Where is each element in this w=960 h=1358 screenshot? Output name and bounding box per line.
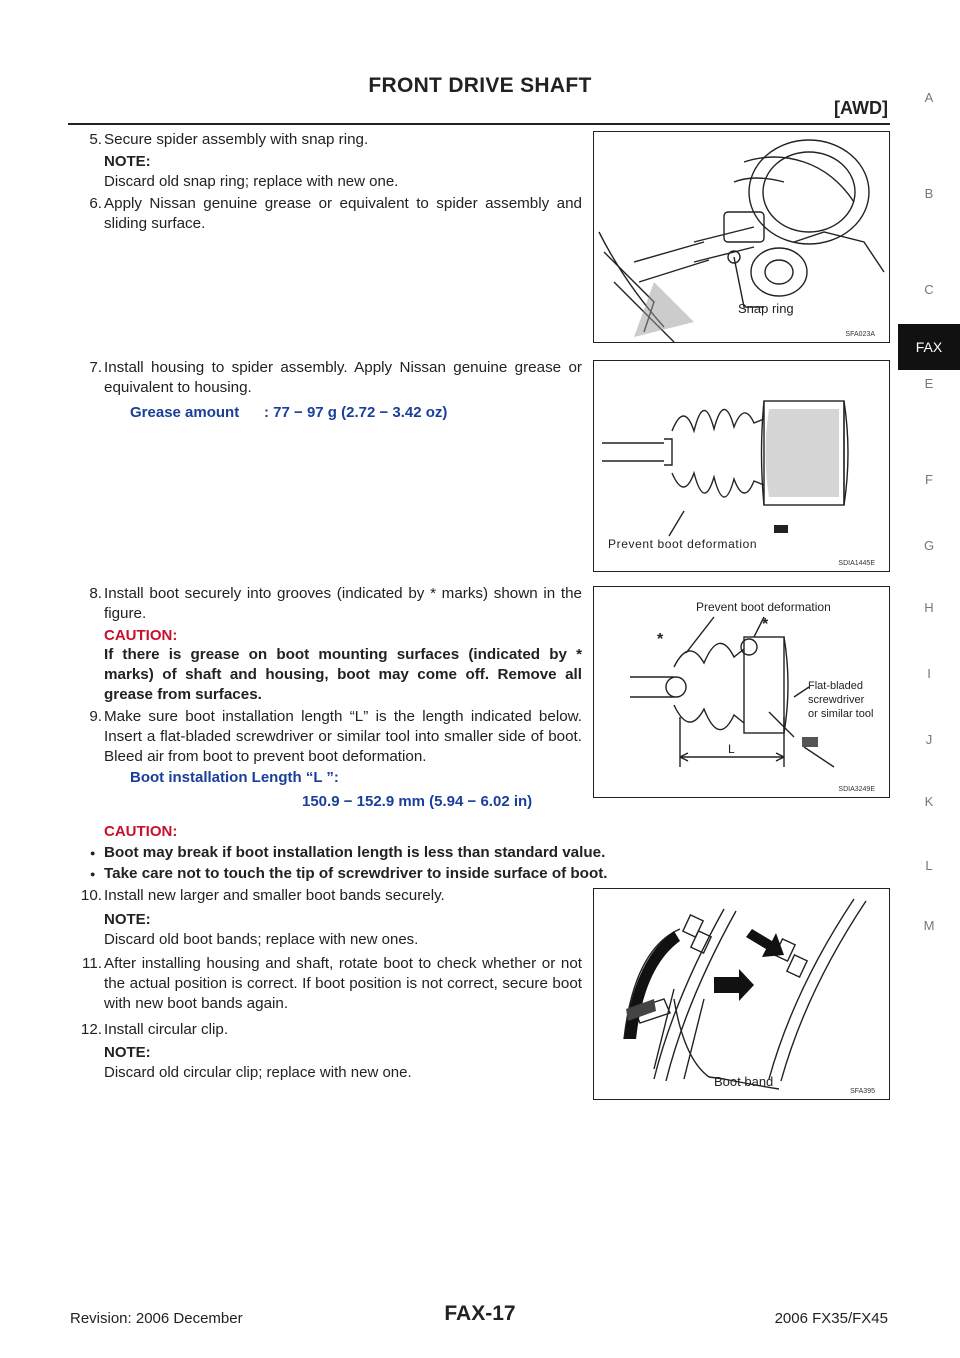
step-text: Secure spider assembly with snap ring. (104, 131, 369, 148)
spec-label: Boot installation Length “L ”: (130, 769, 339, 786)
side-tab-m[interactable]: M (923, 918, 935, 933)
step-9: 9. Make sure boot installation length “L… (89, 707, 582, 767)
header-rule (68, 123, 890, 125)
step-text: Make sure boot installation length “L” i… (104, 708, 582, 765)
step-5: 5. Secure spider assembly with snap ring… (89, 130, 582, 150)
side-tab-e[interactable]: E (924, 376, 934, 391)
step-number: 12. (80, 1021, 102, 1038)
page-subtitle: [AWD] (834, 98, 888, 118)
spec-value: : 77 − 97 g (2.72 − 3.42 oz) (264, 404, 448, 421)
figure-label: Snap ring (738, 301, 794, 316)
footer-page-number: FAX-17 (444, 1302, 516, 1325)
spec-value: 150.9 − 152.9 mm (5.94 − 6.02 in) (302, 793, 533, 810)
step-text: Install housing to spider assembly. Appl… (104, 359, 582, 396)
side-tab-g[interactable]: G (923, 538, 935, 553)
step-number: 11. (82, 955, 102, 972)
figure-label-top: Prevent boot deformation (696, 600, 831, 614)
side-tab-b[interactable]: B (924, 186, 934, 201)
boot-installation-illustration (630, 616, 835, 768)
step-7: 7. Install housing to spider assembly. A… (89, 358, 582, 398)
side-tab-a[interactable]: A (924, 90, 934, 105)
figure-label-tool-2: screwdriver (808, 694, 865, 706)
caution-bullet-1: Boot may break if boot installation leng… (90, 843, 605, 863)
step-text: After installing housing and shaft, rota… (104, 955, 582, 1012)
housing-illustration (602, 400, 849, 537)
figure-boot-band: Boot band SFA395 (593, 888, 890, 1100)
step-11: 11. After installing housing and shaft, … (82, 954, 582, 1014)
step-number: 10. (80, 887, 102, 904)
caution-bullet-2: Take care not to touch the tip of screwd… (90, 864, 608, 884)
footer-revision: Revision: 2006 December (70, 1310, 243, 1327)
footer-model: 2006 FX35/FX45 (774, 1310, 888, 1327)
figure-label-length: L (728, 742, 735, 756)
figure-label: Boot band (714, 1074, 774, 1089)
note-label: NOTE: (104, 1044, 151, 1061)
side-tab-c[interactable]: C (924, 282, 934, 297)
side-tab-i[interactable]: I (927, 666, 931, 681)
figure-id: SFA395 (850, 1088, 875, 1095)
figure-housing: Prevent boot deformation SDIA1445E (593, 360, 890, 572)
figure-id: SDIA3249E (838, 786, 875, 793)
spec-label: Grease amount (130, 404, 240, 421)
caution-text: If there is grease on boot mounting surf… (104, 646, 582, 703)
step-text: Apply Nissan genuine grease or equivalen… (104, 195, 582, 232)
note-label: NOTE: (104, 911, 151, 928)
side-tab-h[interactable]: H (924, 600, 934, 615)
step-number: 6. (89, 195, 102, 212)
note-text: Discard old boot bands; replace with new… (104, 931, 419, 948)
note-text: Discard old snap ring; replace with new … (104, 173, 399, 190)
note-label: NOTE: (104, 153, 151, 170)
step-number: 5. (89, 131, 102, 148)
boot-band-illustration (623, 898, 867, 1090)
step-text: Install circular clip. (104, 1021, 229, 1038)
figure-boot-installation: Prevent boot deformation * * Flat-bladed… (593, 586, 890, 798)
figure-label-tool-3: or similar tool (808, 708, 874, 720)
step-12: 12. Install circular clip. (81, 1020, 582, 1040)
step-6: 6. Apply Nissan genuine grease or equiva… (89, 194, 582, 234)
step-8: 8. Install boot securely into grooves (i… (89, 584, 582, 624)
page-title: FRONT DRIVE SHAFT (368, 74, 592, 97)
caution-label: CAUTION: (104, 627, 178, 644)
figure-id: SDIA1445E (838, 560, 875, 567)
side-tab-k[interactable]: K (924, 794, 934, 809)
figure-snap-ring: Snap ring SFA023A (593, 131, 890, 343)
step-text: Install new larger and smaller boot band… (104, 887, 445, 904)
step-number: 8. (89, 585, 102, 602)
snap-ring-illustration (598, 139, 885, 342)
note-text: Discard old circular clip; replace with … (104, 1064, 412, 1081)
side-tab-j[interactable]: J (925, 732, 933, 747)
side-tab-fax[interactable]: FAX (898, 324, 960, 370)
step-10: 10. Install new larger and smaller boot … (81, 886, 582, 906)
figure-label: Prevent boot deformation (608, 537, 758, 551)
side-tab-l[interactable]: L (925, 858, 933, 873)
step-number: 7. (89, 359, 102, 376)
side-tab-f[interactable]: F (925, 472, 933, 487)
figure-id: SFA023A (845, 331, 875, 338)
caution-label: CAUTION: (104, 823, 178, 840)
figure-label-tool-1: Flat-bladed (808, 680, 864, 692)
step-number: 9. (89, 708, 102, 725)
star-mark-left: * (657, 631, 664, 648)
step-text: Install boot securely into grooves (indi… (104, 585, 582, 622)
star-mark-right: * (762, 616, 769, 633)
